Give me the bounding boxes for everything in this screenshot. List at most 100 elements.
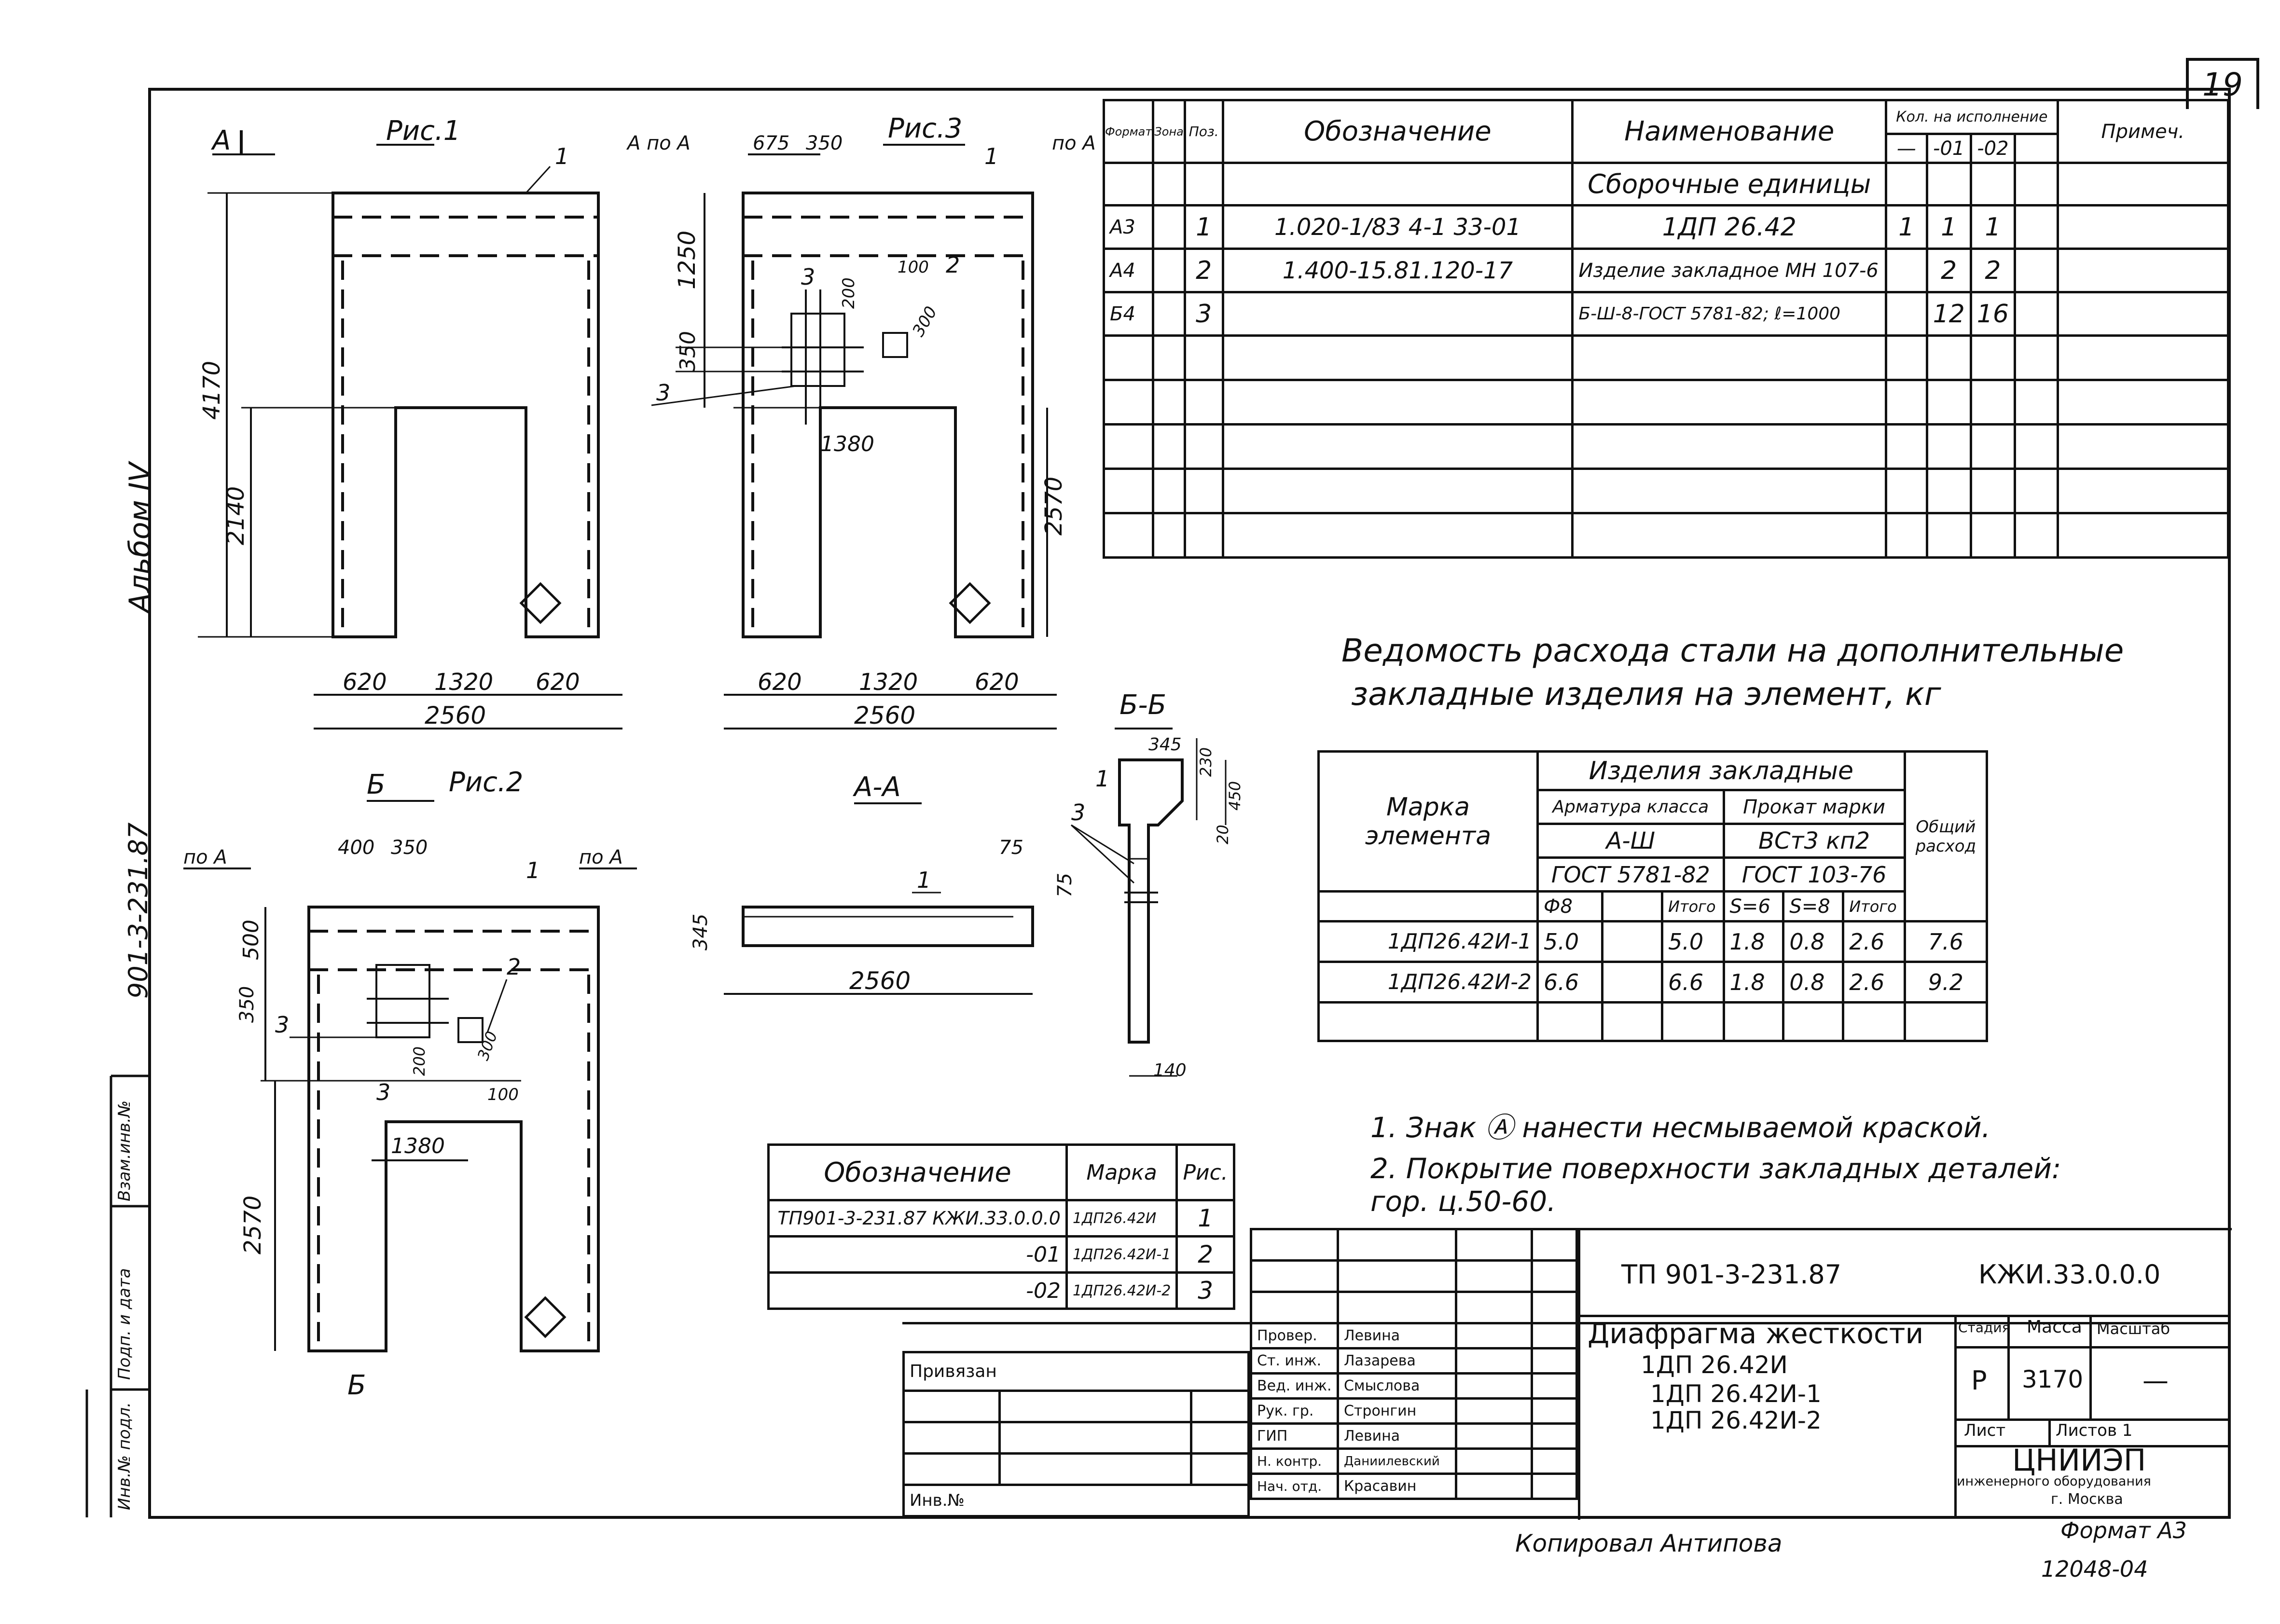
fig2-right-mark: по А [579, 846, 623, 868]
fig1-dim-height: 4170 [198, 361, 225, 420]
fig3-dim-1380: 1380 [820, 432, 874, 456]
table-row: -02 1ДП26.42И-2 3 [767, 1271, 1235, 1310]
table-row: А4 2 1.400-15.81.120-17 Изделие закладно… [1102, 248, 2230, 293]
signature-row: Н. контр. Даниилевский [1250, 1447, 1578, 1475]
fig2-dim-1380: 1380 [391, 1134, 445, 1158]
section-a-a [724, 802, 1034, 995]
section-b-b [1070, 728, 1227, 1077]
spec-h-note: Примеч. [2056, 99, 2230, 164]
steel-table: Марка элемента Изделия закладные Общий р… [1317, 750, 1989, 1042]
signature-row: Вед. инж. Смыслова [1250, 1372, 1578, 1400]
fig2-dim-350: 350 [391, 837, 428, 859]
section-aa-dim-345: 345 [690, 914, 712, 950]
signature-block: Провер. Левина Ст. инж. Лазарева Вед. ин… [1250, 1228, 1578, 1500]
fig3-dim-mid: 1320 [859, 669, 918, 696]
table-row: 1ДП26.42И-2 6.6 6.6 1.8 0.8 2.6 9.2 [1317, 961, 1989, 1004]
section-aa-dim-75a: 75 [999, 837, 1023, 859]
figure-1 [198, 130, 622, 729]
fig2-title: Рис.2 [449, 767, 523, 798]
section-bb-dim-230: 230 [1197, 747, 1215, 777]
spec-h-designation: Обозначение [1221, 99, 1574, 164]
fig2-dim-500: 500 [239, 920, 263, 960]
privyazan-label: Привязан [902, 1351, 1250, 1392]
steel-h-rebar: Арматура класса [1536, 789, 1725, 825]
fig3-dim-left: 620 [758, 669, 802, 696]
steel-h-rebar-class: А-Ш [1536, 823, 1725, 859]
inv-no-label: Инв.№ [902, 1484, 1250, 1517]
table-row: -01 1ДП26.42И-1 2 [767, 1235, 1235, 1274]
fig3-marker: 1 [984, 143, 998, 169]
fig2-marker-2: 2 [507, 954, 521, 980]
steel-h-rolled: Прокат марки [1722, 789, 1906, 825]
fig2-dim-200: 200 [410, 1046, 428, 1076]
steel-h-mark: Марка элемента [1317, 750, 1539, 893]
signature-row: Рук. гр. Стронгин [1250, 1397, 1578, 1425]
fig3-dim-1250: 1250 [674, 231, 701, 289]
figure-3 [651, 144, 1057, 729]
archive-number: 12048-04 [2041, 1556, 2148, 1582]
fig3-dim-2570: 2570 [1040, 477, 1067, 536]
section-bb-marker-3: 3 [1071, 799, 1085, 826]
section-aa-dim-2560: 2560 [849, 967, 911, 995]
copied-by: Копировал Антипова [1515, 1529, 1783, 1557]
spec-section-title: Сборочные единицы [1571, 162, 1888, 206]
mass-label: Масса [2027, 1317, 2082, 1337]
fig1-dim-right: 620 [536, 669, 580, 696]
spec-h-name: Наименование [1571, 99, 1888, 164]
steel-col-f8: Ф8 [1536, 890, 1604, 922]
spec-h-02: -02 [1969, 133, 2016, 164]
section-bb-dim-140: 140 [1153, 1060, 1187, 1080]
signature-row: Ст. инж. Лазарева [1250, 1347, 1578, 1375]
fig3-dim-100: 100 [898, 258, 929, 277]
fig1-dim-mid: 1320 [434, 669, 493, 696]
fig2-dim-350b: 350 [236, 986, 258, 1023]
section-aa-title: А-А [853, 771, 901, 803]
title-block-right [1578, 1228, 2232, 1520]
note-1: 1. Знак Ⓐ нанести несмываемой краской. [1370, 1111, 1990, 1144]
section-bb-marker: 1 [1095, 766, 1109, 792]
table-row: ТП901-3-231.87 КЖИ.33.0.0.0 1ДП26.42И 1 [767, 1199, 1235, 1238]
org-subtitle: инженерного оборудования [1957, 1474, 2151, 1489]
doc-code: КЖИ.33.0.0.0 [1978, 1259, 2161, 1290]
stage-value: Р [1971, 1365, 1987, 1396]
steel-col-s6: S=6 [1722, 890, 1785, 922]
section-bb-title: Б-Б [1119, 689, 1166, 721]
fig3-dim-300: 300 [909, 303, 941, 340]
fig1-title: Рис.1 [386, 115, 460, 147]
signature-row: Нач. отд. Красавин [1250, 1473, 1578, 1500]
section-bb-dim-345: 345 [1148, 735, 1182, 755]
steel-h-rolled-gost: ГОСТ 103-76 [1722, 856, 1906, 893]
table-row: 1ДП26.42И-1 5.0 5.0 1.8 0.8 2.6 7.6 [1317, 920, 1989, 963]
fig2-section-bottom: Б [347, 1370, 366, 1401]
fig1-dim-width: 2560 [425, 702, 486, 729]
table-row: Б4 3 Б-Ш-8-ГОСТ 5781-82; ℓ=1000 12 16 [1102, 291, 2230, 337]
section-aa-dim-75b: 75 [1054, 873, 1076, 897]
fig2-marker: 1 [526, 857, 540, 883]
album-label: Альбом IV [123, 462, 157, 613]
element-mark-1: 1ДП 26.42И [1641, 1351, 1788, 1379]
fig3-dim-200: 200 [839, 277, 858, 309]
fig3-dim-width: 2560 [854, 702, 915, 729]
privyazan-block: Привязан Инв.№ [902, 1351, 1250, 1517]
fig2-dim-400: 400 [338, 837, 374, 859]
scale-label: Масштаб [2097, 1320, 2170, 1338]
stamp-podp-data: Подп. и дата [115, 1268, 134, 1380]
element-mark-3: 1ДП 26.42И-2 [1650, 1406, 1822, 1434]
fig2-left-mark: по А [183, 846, 227, 868]
fig1-dim-left: 620 [343, 669, 387, 696]
section-aa-marker: 1 [917, 867, 931, 893]
fig3-marker-2: 2 [946, 252, 960, 278]
project-code: ТП 901-3-231.87 [1621, 1259, 1842, 1290]
fig2-marker-3b: 3 [376, 1079, 390, 1105]
scale-value: — [2142, 1365, 2169, 1396]
spec-h-qty: Кол. на исполнение [1885, 99, 2059, 135]
variants-table: Обозначение Марка Рис. ТП901-3-231.87 КЖ… [767, 1143, 1235, 1310]
spec-h-01: -01 [1925, 133, 1972, 164]
sheet-number: 19 [2186, 58, 2259, 109]
org-name: ЦНИИЭП [2012, 1443, 2146, 1478]
fig3-dim-675: 675 [753, 132, 789, 154]
steel-h-total: Общий расход [1903, 750, 1989, 922]
fig3-marker-3b: 3 [656, 380, 670, 406]
spec-h-pos: Поз. [1183, 99, 1224, 164]
